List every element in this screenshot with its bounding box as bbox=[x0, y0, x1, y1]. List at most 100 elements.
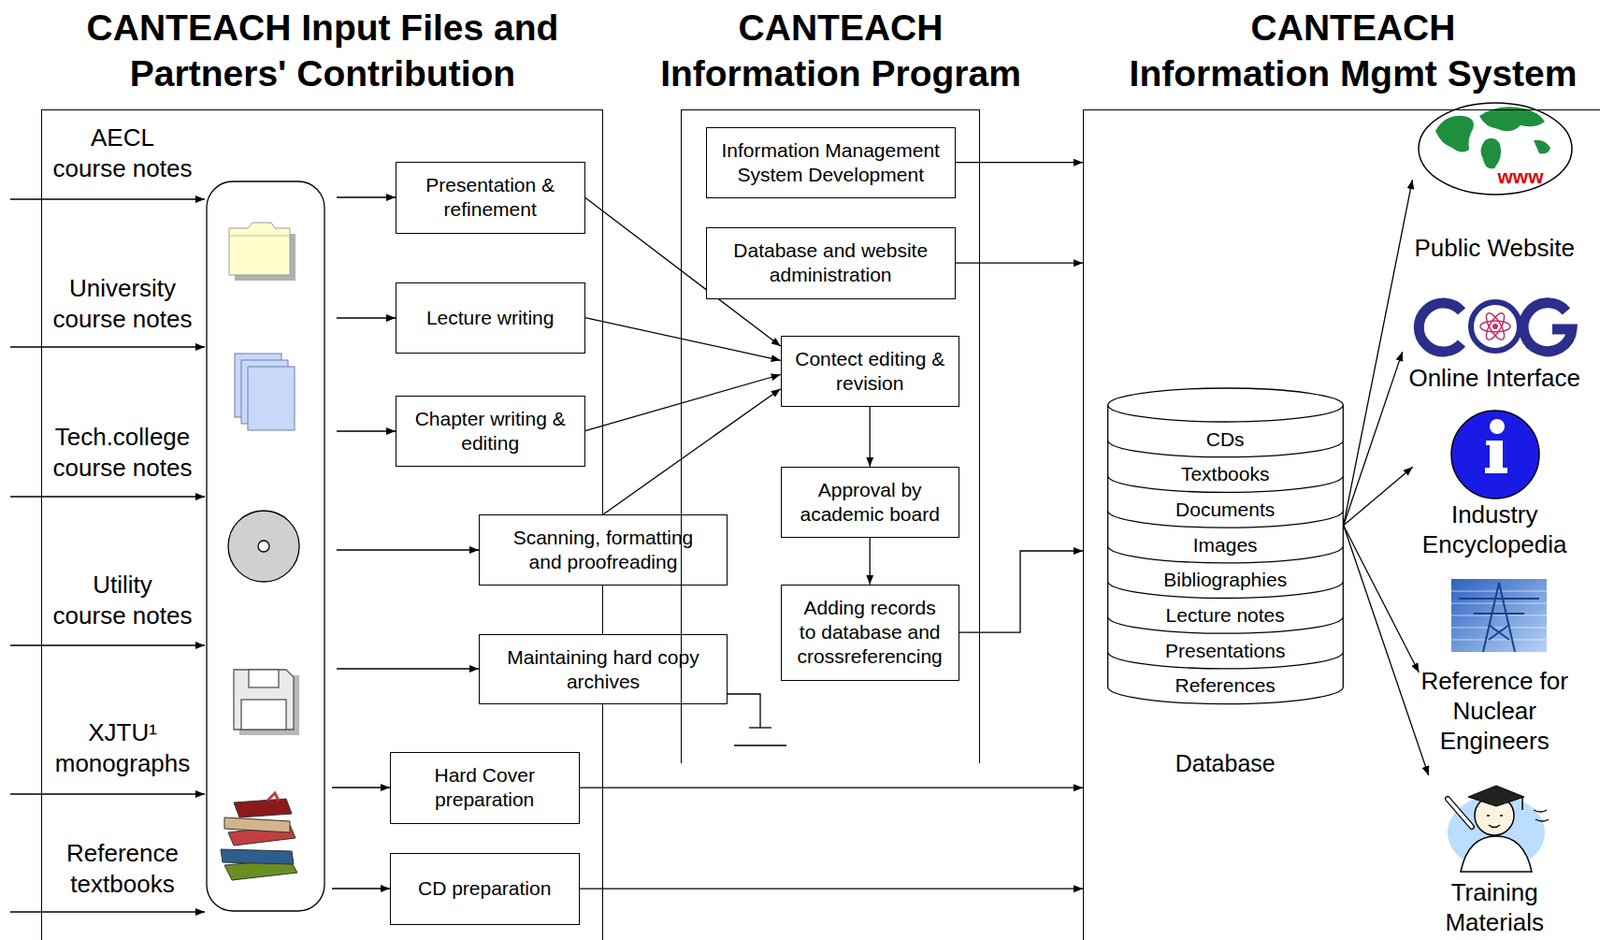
pylon-icon bbox=[1473, 598, 1525, 640]
connector-arrow bbox=[869, 537, 871, 585]
box-label: Lecture writing bbox=[426, 305, 555, 331]
column-arrows bbox=[331, 786, 390, 788]
floppy-icon bbox=[233, 669, 294, 730]
process-box: Adding records to database and crossrefe… bbox=[780, 584, 960, 681]
text-line: course notes bbox=[53, 600, 193, 632]
pylon-icon bbox=[1451, 590, 1547, 592]
info-icon bbox=[1451, 410, 1540, 499]
cog-logo bbox=[1480, 320, 1511, 332]
text-line: Hard Cover bbox=[434, 763, 535, 788]
process-box: Contect editing & revision bbox=[780, 335, 960, 407]
text-line: CANTEACH Input Files and bbox=[86, 4, 560, 51]
text-line: Chapter writing & bbox=[415, 406, 566, 432]
text-line: Public Website bbox=[1413, 232, 1575, 263]
box-label: CD preparation bbox=[418, 876, 551, 901]
connector-arrow bbox=[579, 888, 1083, 890]
text-line: CDs bbox=[1107, 427, 1344, 452]
column-arrows bbox=[336, 317, 396, 318]
connector-arrow bbox=[585, 374, 781, 432]
info-icon bbox=[1485, 440, 1496, 446]
cog-logo bbox=[1523, 302, 1572, 352]
process-box: Information Management System Developmen… bbox=[706, 127, 956, 199]
text-line: Information Program bbox=[660, 50, 1022, 97]
floppy-icon bbox=[248, 669, 279, 688]
box-label: Maintaining hard copy archives bbox=[506, 645, 699, 694]
student-icon bbox=[1468, 785, 1525, 807]
database-row: Lecture notes bbox=[1107, 603, 1344, 628]
output-label: Reference for Nuclear Engineers bbox=[1420, 665, 1569, 756]
process-box: CD preparation bbox=[389, 852, 580, 925]
pylon-icon bbox=[1451, 615, 1547, 617]
text-line: www bbox=[1497, 165, 1543, 188]
text-line: course notes bbox=[53, 153, 193, 185]
process-box: Maintaining hard copy archives bbox=[478, 634, 728, 705]
media-column bbox=[206, 181, 325, 911]
documents-icon bbox=[234, 353, 295, 431]
text-line: Engineers bbox=[1420, 725, 1569, 756]
database-row: Textbooks bbox=[1107, 461, 1344, 487]
panel-heading: CANTEACH Input Files and Partners' Contr… bbox=[86, 4, 560, 97]
text-line: Textbooks bbox=[1107, 461, 1344, 487]
ground-symbol bbox=[749, 726, 772, 728]
text-line: to database and bbox=[797, 619, 943, 645]
ground-symbol bbox=[734, 744, 787, 746]
connector-arrow bbox=[1343, 466, 1413, 525]
output-label: Public Website bbox=[1413, 232, 1575, 263]
input-label: XJTU¹ monographs bbox=[55, 717, 191, 779]
database-label: Database bbox=[1107, 748, 1344, 779]
text-line: Images bbox=[1107, 533, 1344, 558]
pylon-icon bbox=[1458, 597, 1540, 600]
text-line: Online Interface bbox=[1408, 362, 1581, 393]
column-arrows bbox=[336, 548, 479, 550]
process-box: Hard Cover preparation bbox=[389, 751, 580, 824]
input-arrows bbox=[10, 495, 205, 497]
box-label: Information Management System Developmen… bbox=[720, 138, 939, 188]
text-line: Maintaining hard copy bbox=[506, 645, 699, 670]
cog-logo bbox=[1492, 323, 1499, 330]
database-row: Bibliographies bbox=[1107, 567, 1344, 592]
column-arrows bbox=[336, 196, 396, 198]
text-line: textbooks bbox=[66, 868, 179, 900]
cog-logo bbox=[1483, 310, 1508, 343]
box-label: Approval by academic board bbox=[799, 477, 939, 527]
text-line: academic board bbox=[799, 502, 939, 527]
output-item: Online Interface bbox=[1402, 290, 1587, 393]
box-label: Chapter writing & editing bbox=[415, 406, 566, 456]
text-line: Nuclear bbox=[1420, 695, 1569, 726]
text-line: Presentations bbox=[1107, 638, 1344, 664]
cog-logo bbox=[1470, 302, 1520, 351]
globe-icon bbox=[1480, 138, 1501, 170]
text-line: Adding records bbox=[797, 595, 943, 620]
database-cylinder: CDsTextbooksDocumentsImagesBibliographie… bbox=[1107, 388, 1344, 786]
pylon-icon bbox=[1451, 639, 1547, 641]
text-line: References bbox=[1107, 673, 1344, 698]
globe-icon bbox=[1435, 115, 1474, 153]
cd-icon bbox=[258, 540, 270, 552]
text-line: and proofreading bbox=[513, 549, 694, 575]
input-arrows bbox=[10, 199, 205, 912]
text-line: crossreferencing bbox=[797, 644, 943, 669]
input-arrows bbox=[10, 792, 205, 794]
output-label: Online Interface bbox=[1408, 362, 1581, 393]
database-row: CDs bbox=[1107, 427, 1344, 452]
column-arrows bbox=[331, 887, 390, 889]
column-arrows bbox=[336, 430, 396, 432]
input-arrows bbox=[10, 644, 205, 646]
text-line: Training bbox=[1444, 877, 1543, 908]
text-line: course notes bbox=[53, 303, 193, 335]
text-line: Bibliographies bbox=[1107, 567, 1344, 592]
panel-heading: CANTEACH Information Program bbox=[660, 4, 1022, 97]
cd-icon bbox=[228, 510, 300, 582]
text-line: Information Mgmt System bbox=[1129, 50, 1578, 97]
floppy-icon bbox=[241, 699, 287, 730]
text-line: Scanning, formatting bbox=[513, 525, 694, 550]
input-label: AECL course notes bbox=[53, 122, 193, 185]
box-label: Database and website administration bbox=[733, 238, 928, 288]
cylinder-outline bbox=[1107, 388, 1343, 705]
connector-arrow bbox=[1343, 525, 1429, 776]
box-label: Presentation & refinement bbox=[425, 172, 555, 222]
connector-arrow bbox=[955, 262, 1083, 264]
connector-arrow bbox=[1343, 525, 1420, 673]
